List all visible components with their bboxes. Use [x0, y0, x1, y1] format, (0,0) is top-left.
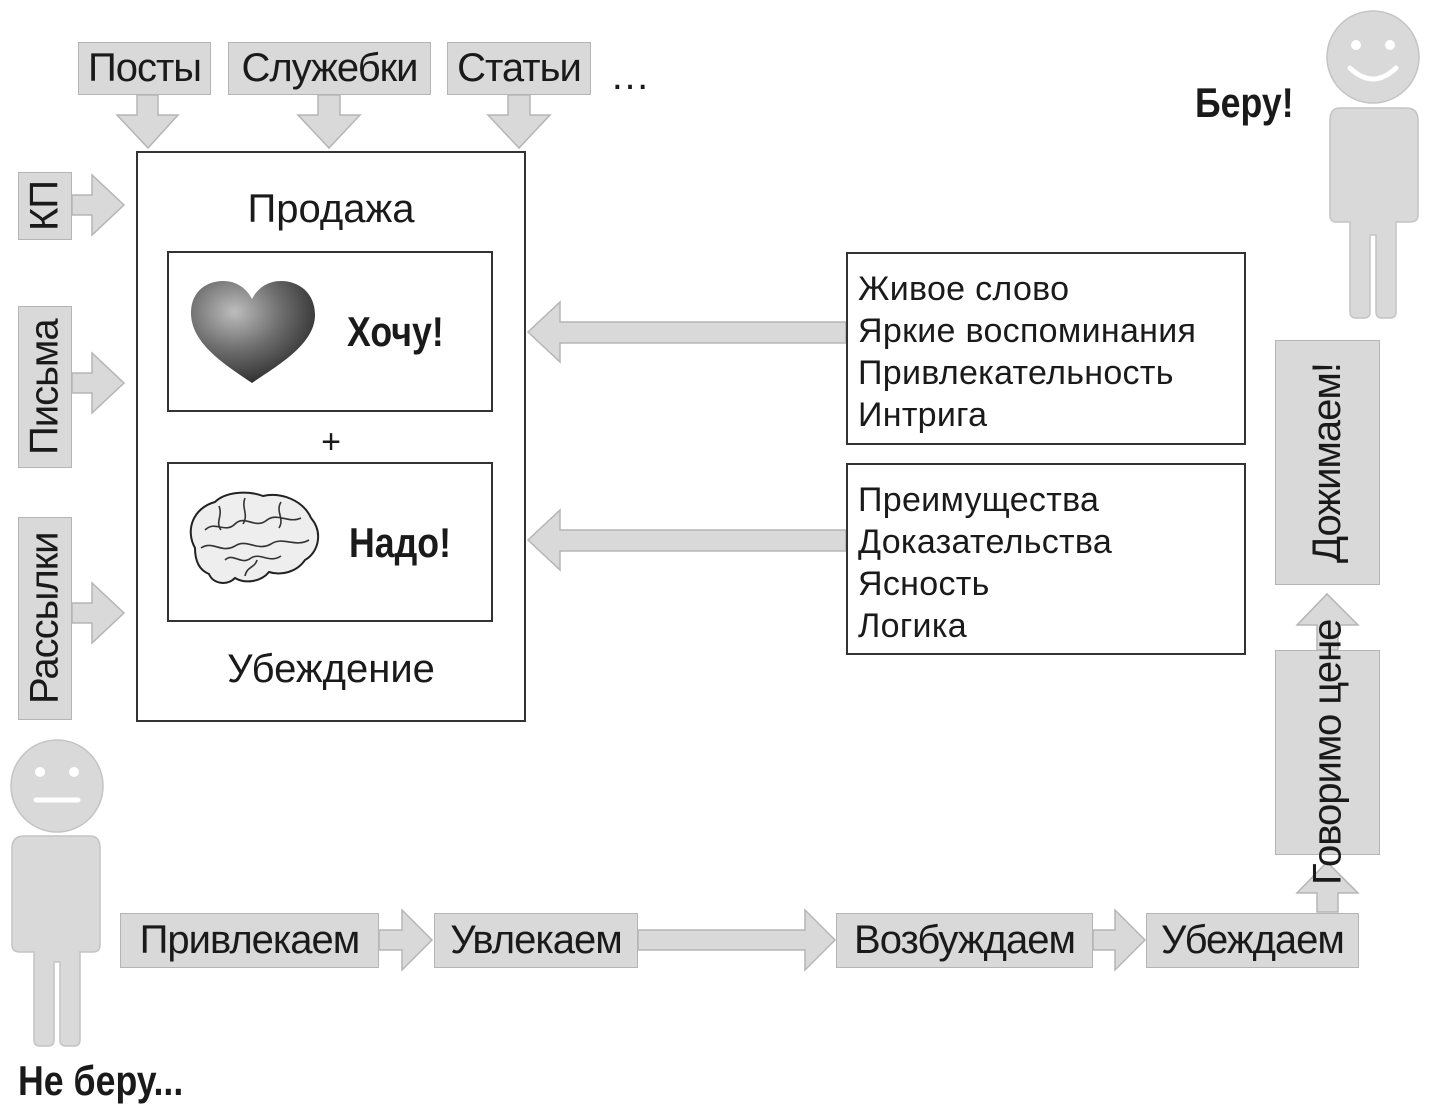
emotion-item: Интрига [858, 396, 988, 434]
step-price-line-2: о цене [1305, 619, 1350, 737]
source-letters: Письма [18, 306, 72, 468]
happy-face-icon [1347, 40, 1399, 82]
arrow-step-3 [1092, 908, 1147, 972]
logic-item: Логика [858, 607, 967, 645]
brain-icon [189, 491, 320, 584]
happy-customer-figure [1326, 10, 1420, 319]
step-engage: Увлекаем [434, 913, 638, 968]
source-kp: КП [18, 172, 72, 240]
logic-item: Ясность [858, 565, 990, 603]
arrow-up-close [1295, 592, 1360, 651]
arrow-right-letters [71, 351, 126, 415]
arrow-step-2 [637, 908, 837, 972]
source-mailings: Рассылки [18, 517, 72, 720]
step-price-line-1: Говорим [1305, 736, 1350, 886]
logic-box: Преимущества Доказательства Ясность Логи… [846, 463, 1246, 655]
want-label: Хочу! [347, 308, 444, 355]
need-label: Надо! [349, 519, 451, 566]
source-articles: Статьи [447, 42, 591, 95]
arrow-left-logic [526, 508, 847, 572]
emotion-item: Яркие воспоминания [858, 312, 1197, 350]
persuasion-label: Убеждение [227, 647, 435, 691]
source-posts: Посты [78, 42, 211, 95]
heart-icon [191, 281, 315, 383]
arrow-up-price [1295, 860, 1360, 913]
step-excite: Возбуждаем [836, 913, 1093, 968]
emotion-item: Привлекательность [858, 354, 1174, 392]
customer-end-label: Беру! [1195, 79, 1294, 126]
want-box: Хочу! [167, 251, 493, 412]
arrow-step-1 [378, 908, 434, 972]
neutral-customer-figure [10, 739, 104, 1047]
sale-box: Продажа Хочу! + Надо! Убеждение [136, 151, 526, 722]
arrow-down-articles [486, 94, 552, 150]
emotion-item: Живое слово [858, 270, 1070, 308]
arrow-left-emotion [526, 300, 847, 364]
neutral-face-icon [33, 767, 81, 803]
step-persuade: Убеждаем [1146, 913, 1359, 968]
step-attract: Привлекаем [120, 913, 379, 968]
customer-start-label: Не беру... [18, 1057, 184, 1104]
logic-item: Доказательства [858, 523, 1113, 561]
logic-item: Преимущества [858, 481, 1100, 519]
step-close: Дожимаем! [1275, 340, 1380, 585]
source-memos: Служебки [228, 42, 431, 95]
step-price: Говорим о цене [1275, 620, 1380, 885]
need-box: Надо! [167, 462, 493, 622]
source-more: … [610, 54, 650, 98]
arrow-down-memos [296, 94, 362, 150]
arrow-right-kp [71, 173, 126, 237]
emotion-box: Живое слово Яркие воспоминания Привлекат… [846, 252, 1246, 445]
sale-title: Продажа [247, 187, 415, 231]
arrow-down-posts [115, 94, 180, 150]
arrow-right-mailings [71, 581, 126, 645]
plus-sign: + [321, 423, 341, 461]
